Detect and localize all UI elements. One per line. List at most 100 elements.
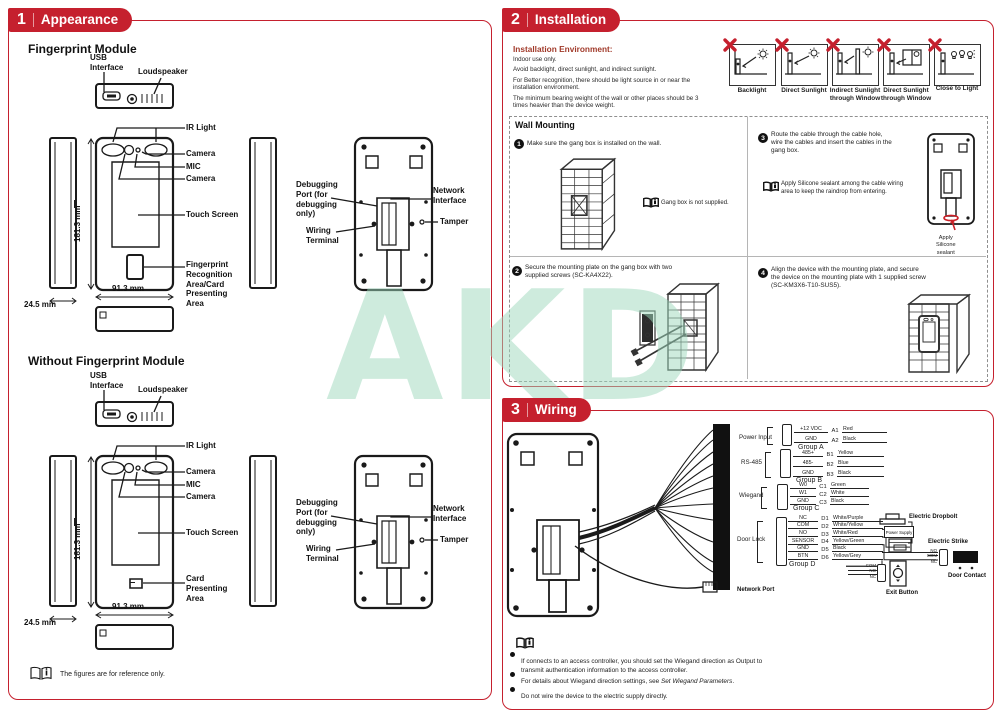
terminal-label: D1 xyxy=(821,516,829,523)
step-3-text: Route the cable through the cable hole, … xyxy=(771,131,892,155)
electric-dropbolt-label: Electric Dropbolt xyxy=(909,514,958,520)
pin-label: NO xyxy=(869,568,876,574)
reference-note: The figures are for reference only. xyxy=(60,671,165,678)
width-dimension: 91.3 mm xyxy=(112,284,145,293)
group-c-bracket xyxy=(761,487,767,509)
prohibited-x-icon xyxy=(877,38,891,52)
appearance-banner: 1 Appearance xyxy=(8,8,133,32)
power-supply-box: Power Supply xyxy=(884,526,914,538)
touch-screen-label: Touch Screen xyxy=(186,210,239,219)
note-text: Do not wire the device to the electric s… xyxy=(521,693,668,701)
pin-label: 485- xyxy=(793,460,823,467)
terminal-label: C2 xyxy=(819,491,827,498)
env-line: For Better recognition, there should be … xyxy=(513,76,691,92)
env-line: Indoor use only. xyxy=(513,56,557,63)
wiring-terminal-label-2: Wiring Terminal xyxy=(306,544,339,563)
terminal-label: A2 xyxy=(831,437,839,444)
manual-icon xyxy=(643,197,659,209)
sealant-device-image xyxy=(925,132,977,232)
network-interface-label-2: Network Interface xyxy=(433,504,467,523)
usb-interface-label: USB Interface xyxy=(90,53,124,72)
door-contact-pins: NO COM NC xyxy=(918,548,937,565)
wiring-note-1: If connects to an access controller, you… xyxy=(521,650,762,675)
direct-sunlight-icon xyxy=(784,47,824,81)
pin-label: GND xyxy=(790,498,816,505)
manual-icon xyxy=(763,181,779,193)
terminal-label: A1 xyxy=(831,427,839,434)
installation-banner: 2 Installation xyxy=(502,8,621,32)
pin-label: 485+ xyxy=(793,450,823,457)
pin-label: COM xyxy=(865,563,876,568)
wiring-section-number: 3 xyxy=(511,401,520,418)
camera-label: Camera xyxy=(186,149,216,158)
camera-label-3: Camera xyxy=(186,467,216,476)
ir-light-label: IR Light xyxy=(186,123,216,132)
prohibited-x-icon xyxy=(826,38,840,52)
mic-label: MIC xyxy=(186,162,201,171)
without-fingerprint-heading: Without Fingerprint Module xyxy=(28,354,185,368)
sunlight-window-env-box xyxy=(883,44,930,86)
network-interface-label: Network Interface xyxy=(433,186,467,205)
bullet-icon xyxy=(510,672,515,677)
manual-icon xyxy=(516,637,534,650)
prohibited-x-icon xyxy=(928,38,942,52)
env-icon-label-close-to-light: Close to Light xyxy=(935,85,979,92)
step-4-text: Align the device with the mounting plate… xyxy=(771,266,926,290)
exit-button-pins: COM NO NC xyxy=(856,563,876,580)
wiring-banner: 3 Wiring xyxy=(502,398,591,422)
step-1-text: Make sure the gang box is installed on t… xyxy=(527,140,662,147)
pin-label: GND xyxy=(788,545,818,553)
electric-dropbolt-icon xyxy=(879,513,907,525)
wall-mounting-heading: Wall Mounting xyxy=(515,120,575,130)
wire-color-label: Black xyxy=(832,545,883,553)
pin-label: BTN xyxy=(788,553,818,561)
pin-label: +12 VDC xyxy=(794,426,828,433)
installation-section-title: Installation xyxy=(526,13,606,27)
pin-label: GND xyxy=(794,436,828,443)
note-text-italic: Set Wiegand Parameters xyxy=(660,678,733,686)
wiring-note-2: For details about Wiegand direction sett… xyxy=(521,670,734,687)
step-3-number: 3 xyxy=(758,133,768,143)
wire-color-label: White xyxy=(830,490,869,497)
env-icon-label-backlight: Backlight xyxy=(737,87,767,94)
exit-button-label: Exit Button xyxy=(886,590,918,596)
fingerprint-module-diagram xyxy=(20,50,490,350)
height-dimension-2: 181.3 mm xyxy=(73,523,82,560)
wire-color-label: Yellow/Green xyxy=(832,538,883,545)
env-icon-label-direct-sunlight: Direct Sunlight xyxy=(781,87,827,94)
wire-color-label: Blue xyxy=(837,460,884,467)
terminal-label: D4 xyxy=(821,539,829,546)
silicone-sealant-note: Apply Silicone sealant among the cable w… xyxy=(781,181,904,195)
tamper-label-2: Tamper xyxy=(440,535,469,544)
wire-color-label: Red xyxy=(842,426,887,433)
wire-color-label: Black xyxy=(842,436,887,443)
wire-color-label: Green xyxy=(830,482,869,489)
height-dimension: 181.3 mm xyxy=(73,205,82,242)
fingerprint-area-label: Fingerprint Recognition Area/Card Presen… xyxy=(186,260,233,308)
wire-color-label: Black xyxy=(830,498,869,505)
direct-sunlight-env-box xyxy=(781,44,828,86)
electric-strike-icon xyxy=(888,538,912,553)
terminal-label: C1 xyxy=(819,483,827,490)
terminal-label: D3 xyxy=(821,531,829,538)
group-d-bracket xyxy=(757,521,763,563)
sealant-arrow-label: Apply Silicone sealant xyxy=(936,235,956,256)
bullet-icon xyxy=(510,652,515,657)
appearance-section-title: Appearance xyxy=(32,13,118,27)
appearance-section-number: 1 xyxy=(17,11,26,28)
camera-label-4: Camera xyxy=(186,492,216,501)
wiring-device-diagram xyxy=(505,424,730,620)
pin-label: NC xyxy=(788,515,818,522)
power-input-label: Power Input xyxy=(739,434,773,441)
installation-environment-text: Indoor use only. Avoid backlight, direct… xyxy=(513,56,713,113)
debugging-port-label-2: Debugging Port (for debugging only) xyxy=(296,498,338,537)
